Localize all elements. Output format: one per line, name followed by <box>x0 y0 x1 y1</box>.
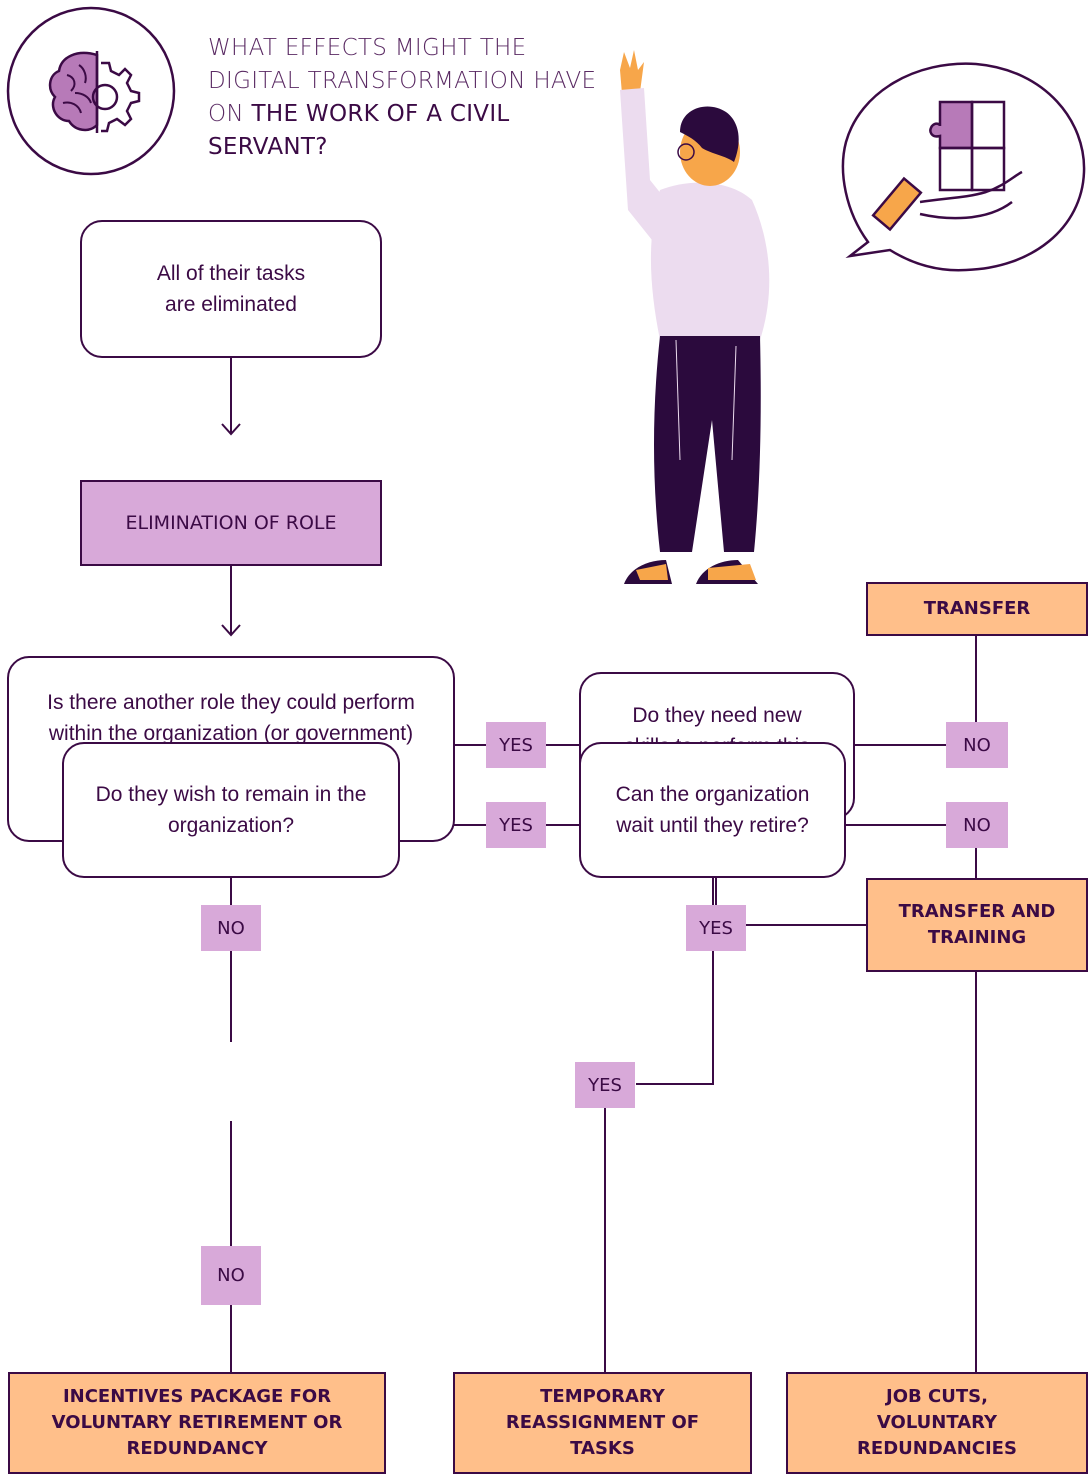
label-yes-other-role: YES <box>486 722 546 768</box>
label-no-other-role: NO <box>201 905 261 951</box>
label-yes-remain: YES <box>486 802 546 848</box>
node-outcome-incentives-package: INCENTIVES PACKAGE FOR VOLUNTARY RETIREM… <box>8 1372 386 1474</box>
label-yes-wait-retire: YES <box>575 1062 635 1108</box>
arrowhead-start-role <box>221 423 241 436</box>
brain-gear-icon <box>5 5 177 177</box>
title-bold: THE WORK OF A CIVIL SERVANT? <box>208 101 510 160</box>
node-outcome-transfer: TRANSFER <box>866 582 1088 636</box>
label-no-wait-retire: NO <box>946 802 1008 848</box>
node-outcome-temporary-reassignment: TEMPORARY REASSIGNMENT OF TASKS <box>453 1372 752 1474</box>
label-yes-new-skills: YES <box>686 905 746 951</box>
node-question-wait-retire: Can the organization wait until they ret… <box>579 742 846 878</box>
person-waving-illustration <box>600 40 800 590</box>
node-outcome-job-cuts: JOB CUTS, VOLUNTARY REDUNDANCIES <box>786 1372 1088 1474</box>
node-outcome-transfer-and-training: TRANSFER AND TRAINING <box>866 878 1088 972</box>
title-light: WHAT EFFECTS MIGHT THE DIGITAL TRANSFORM… <box>208 35 597 127</box>
node-question-remain: Do they wish to remain in the organizati… <box>62 742 400 878</box>
node-start: All of their tasks are eliminated <box>80 220 382 358</box>
node-elimination-of-role: ELIMINATION OF ROLE <box>80 480 382 566</box>
hand-puzzle-icon <box>836 52 1088 274</box>
label-no-new-skills: NO <box>946 722 1008 768</box>
page-title: WHAT EFFECTS MIGHT THE DIGITAL TRANSFORM… <box>208 32 608 164</box>
label-no-remain: NO <box>201 1246 261 1305</box>
arrowhead-role-question <box>221 624 241 637</box>
